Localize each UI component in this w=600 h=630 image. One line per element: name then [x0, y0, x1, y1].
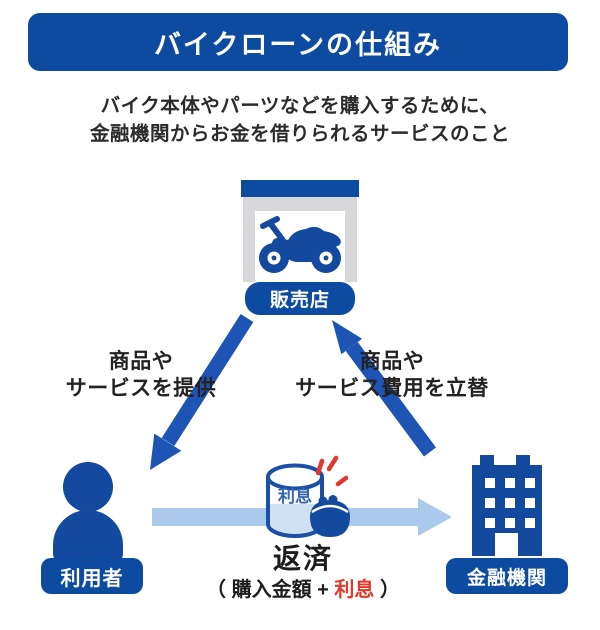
flow-shop-to-user-line1: 商品や [108, 350, 174, 373]
subtitle-line2: 金融機関からお金を借りられるサービスのこと [89, 123, 510, 145]
subtitle-line1: バイク本体やパーツなどを購入するために、 [100, 95, 500, 117]
repayment-detail-interest: 利息 [334, 579, 375, 601]
down-left-arrow-icon [150, 313, 254, 470]
flow-bank-to-shop-line1: 商品や [359, 350, 425, 373]
user-label: 利用者 [41, 558, 143, 594]
shop-label-text: 販売店 [269, 290, 330, 311]
repayment-detail-prefix: （ 購入金額 + [206, 579, 335, 601]
bank-label-text: 金融機関 [466, 567, 547, 589]
page-title: バイクローンの仕組み [153, 29, 443, 60]
coin-purse-icon [310, 495, 350, 537]
repayment-detail: （ 購入金額 + 利息 ） [147, 573, 459, 602]
motorcycle-icon [259, 216, 341, 273]
person-icon [63, 462, 113, 512]
flow-shop-to-user-label: 商品や サービスを提供 [35, 349, 247, 402]
repayment-money-graphic: 利息 [266, 455, 350, 538]
shop-label: 販売店 [245, 282, 355, 315]
flow-bank-to-shop-line2: サービス費用を立替 [295, 376, 489, 400]
subtitle: バイク本体やパーツなどを購入するために、 金融機関からお金を借りられるサービスの… [0, 92, 600, 148]
up-left-arrow-icon [332, 320, 437, 457]
emphasis-marks-icon [315, 455, 349, 487]
flow-bank-to-shop-label: 商品や サービス費用を立替 [291, 349, 493, 402]
person-body [53, 510, 123, 562]
title-banner: バイクローンの仕組み [28, 13, 568, 71]
coin-label: 利息 [278, 486, 312, 506]
flow-shop-to-user-line2: サービスを提供 [65, 376, 217, 400]
coin-stack-icon: 利息 [266, 463, 324, 538]
repayment-detail-suffix: ） [374, 579, 400, 601]
user-label-text: 利用者 [60, 567, 124, 590]
bank-label: 金融機関 [446, 558, 568, 594]
bank-building-icon [472, 455, 542, 556]
repayment-title: 返済 [272, 543, 333, 574]
garage-roof [241, 180, 359, 197]
